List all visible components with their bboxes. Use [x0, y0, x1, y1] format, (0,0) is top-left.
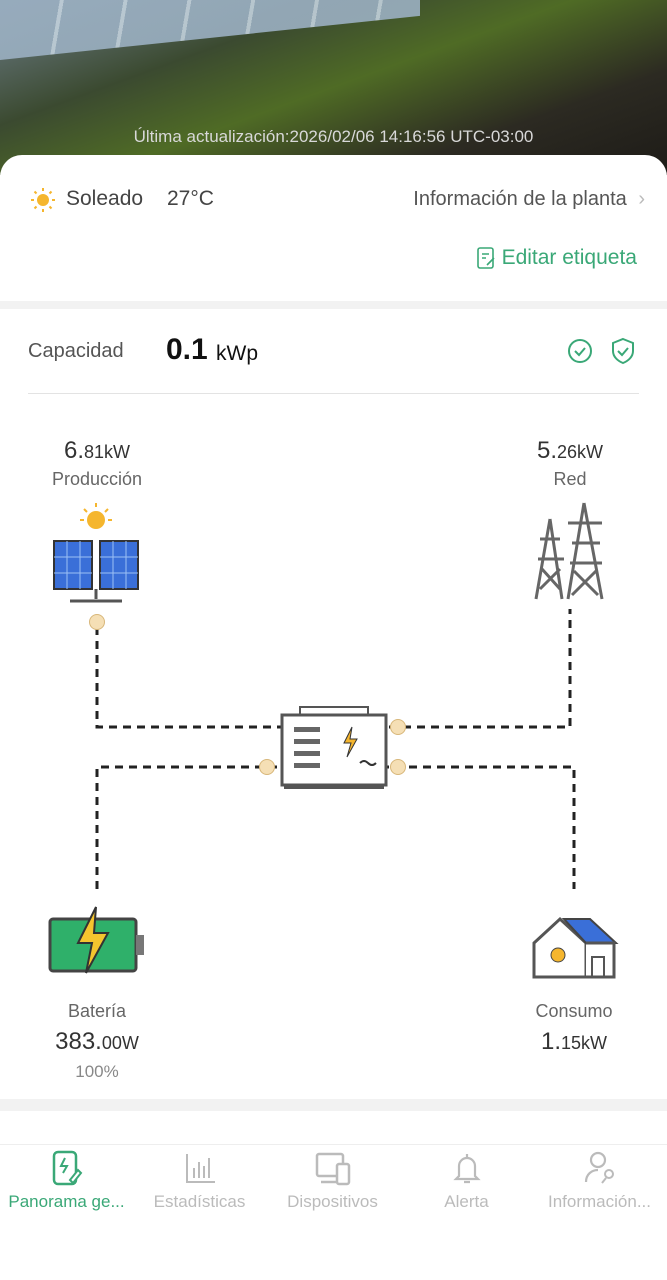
capacity-unit: kWp — [216, 342, 258, 365]
production-value: 6.81kW — [63, 437, 131, 464]
inverter-connector-battery — [259, 759, 275, 775]
battery-icon — [48, 906, 144, 974]
weather-card: Soleado 27°C Información de la planta › … — [0, 155, 667, 301]
solar-panel-icon — [53, 503, 139, 603]
inverter-icon — [280, 706, 388, 789]
battery-value: 383.00W — [55, 1028, 139, 1055]
shield-check-icon — [612, 337, 634, 365]
plant-info-label: Información de la planta — [413, 188, 627, 210]
inverter-connector-load — [390, 759, 406, 775]
bottom-tab-bar — [0, 1111, 667, 1280]
tab-devices[interactable]: Dispositivos — [266, 1150, 399, 1212]
capacity-value: 0.1 — [166, 333, 208, 366]
production-node[interactable]: 6.81kW Producción — [0, 437, 194, 490]
user-settings-icon — [584, 1151, 614, 1184]
edit-label-button[interactable]: Editar etiqueta — [476, 246, 637, 270]
chevron-right-icon: › — [638, 188, 645, 210]
plant-banner-image: Última actualización:2026/02/06 14:16:56… — [0, 0, 667, 175]
last-update-text: Última actualización:2026/02/06 14:16:56… — [133, 127, 534, 146]
tab-information[interactable]: Información... — [533, 1150, 666, 1212]
edit-label-text: Editar etiqueta — [501, 246, 637, 269]
flow-lines — [95, 609, 576, 889]
bar-chart-icon — [185, 1154, 215, 1183]
edit-note-icon — [476, 247, 495, 269]
tab-alert[interactable]: Alerta — [400, 1150, 533, 1212]
grid-node[interactable]: 5.26kW Red — [473, 437, 667, 490]
tab-divider — [0, 1144, 667, 1145]
consumption-value: 1.15kW — [540, 1028, 608, 1055]
devices-icon — [315, 1152, 350, 1186]
grid-value: 5.26kW — [536, 437, 604, 464]
production-label: Producción — [51, 469, 143, 489]
energy-flow-card: Capacidad 0.1 kWp 6.81kW Producción 5.26… — [0, 309, 667, 1099]
house-icon — [532, 916, 619, 979]
battery-label: Batería — [67, 1001, 127, 1021]
sun-icon — [31, 188, 55, 212]
battery-soc: 100% — [75, 1062, 119, 1081]
overview-bolt-edit-icon — [52, 1150, 82, 1186]
inverter-connector-grid — [390, 719, 406, 735]
tab-label: Panorama ge... — [8, 1192, 125, 1211]
capacity-label: Capacidad — [28, 340, 124, 362]
tab-label: Estadísticas — [153, 1192, 246, 1211]
tab-statistics[interactable]: Estadísticas — [133, 1150, 266, 1212]
check-circle-icon — [568, 339, 592, 363]
solar-panels-photo — [0, 0, 420, 61]
plant-info-link[interactable]: Información de la planta › — [413, 188, 645, 211]
bell-icon — [452, 1154, 481, 1184]
tab-label: Información... — [548, 1192, 651, 1211]
consumption-node[interactable]: Consumo 1.15kW — [477, 1001, 667, 1056]
consumption-label: Consumo — [535, 1001, 613, 1021]
grid-label: Red — [553, 469, 587, 489]
weather-condition: Soleado — [66, 187, 144, 210]
production-connector — [89, 614, 105, 630]
battery-node[interactable]: Batería 383.00W 100% — [0, 1001, 194, 1082]
tab-overview[interactable]: Panorama ge... — [0, 1150, 133, 1212]
battery-load-line — [95, 765, 576, 889]
weather-temperature: 27°C — [167, 187, 214, 210]
power-tower-icon — [534, 502, 604, 600]
tab-label: Dispositivos — [287, 1192, 378, 1211]
tab-label: Alerta — [444, 1192, 489, 1211]
divider — [28, 393, 639, 394]
